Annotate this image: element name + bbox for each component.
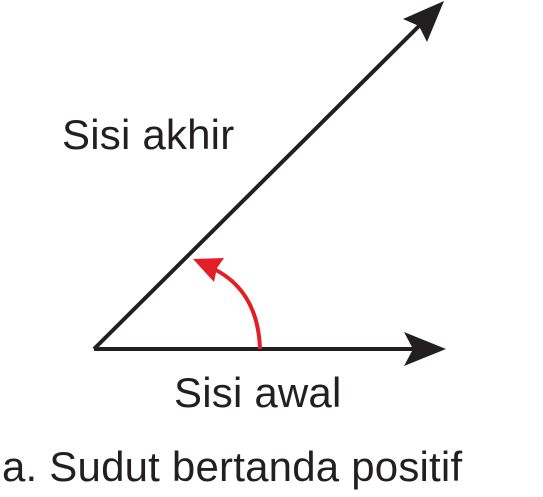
terminal-side-ray (92, 20, 425, 351)
initial-side-label: Sisi awal (174, 369, 342, 416)
diagram-caption: a. Sudut bertanda positif (2, 443, 463, 490)
initial-side-arrowhead (404, 332, 446, 366)
angle-arc (211, 266, 262, 350)
terminal-side-arrowhead (403, 1, 444, 42)
terminal-side-label: Sisi akhir (62, 111, 235, 158)
angle-arc-arrowhead (193, 258, 224, 282)
